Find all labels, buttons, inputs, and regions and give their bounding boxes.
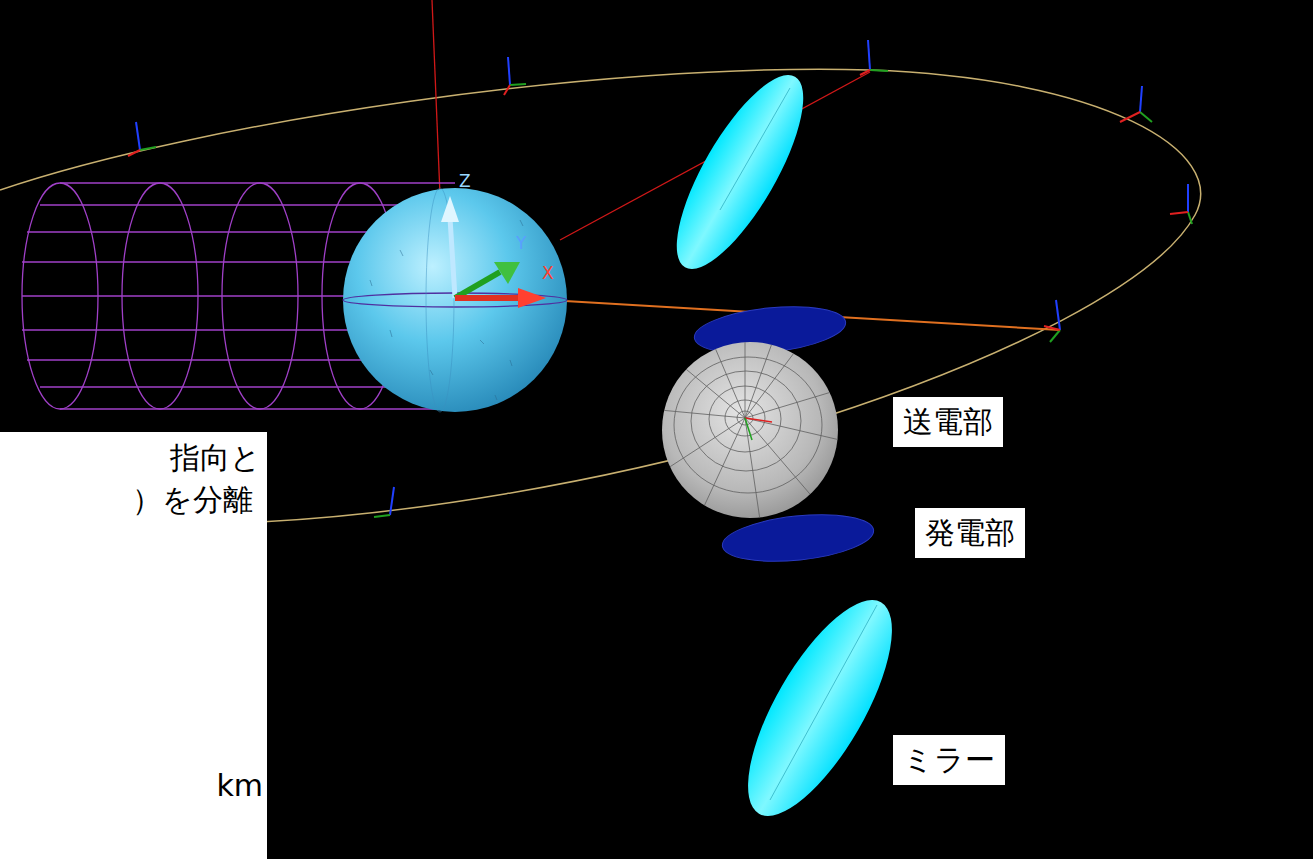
note-panel: 指向と ）を分離 km: [0, 432, 267, 859]
mirror-axis: [720, 88, 790, 210]
axis-label: Z: [459, 172, 471, 190]
part-label: 発電部: [915, 508, 1025, 558]
earth: [343, 188, 567, 412]
mirror-axis: [770, 605, 877, 800]
part-label: 送電部: [893, 397, 1003, 447]
mirror: [654, 59, 826, 286]
part-name: 発電部: [925, 514, 1015, 552]
axis-label: Y: [516, 234, 526, 252]
note-text: 指向と: [170, 440, 261, 476]
part-name: ミラー: [903, 741, 995, 779]
note-text: km: [216, 768, 263, 804]
mirror: [721, 580, 919, 835]
note-text: ）を分離: [132, 482, 253, 518]
generation-disk: [720, 508, 876, 568]
orbit-triads: [128, 40, 1192, 517]
part-name: 送電部: [903, 403, 993, 441]
generation-sphere: [660, 330, 840, 520]
orbit: [0, 69, 1201, 540]
axis-label: X: [542, 264, 554, 282]
part-label: ミラー: [893, 735, 1005, 785]
coordinate-axes: [441, 196, 546, 308]
